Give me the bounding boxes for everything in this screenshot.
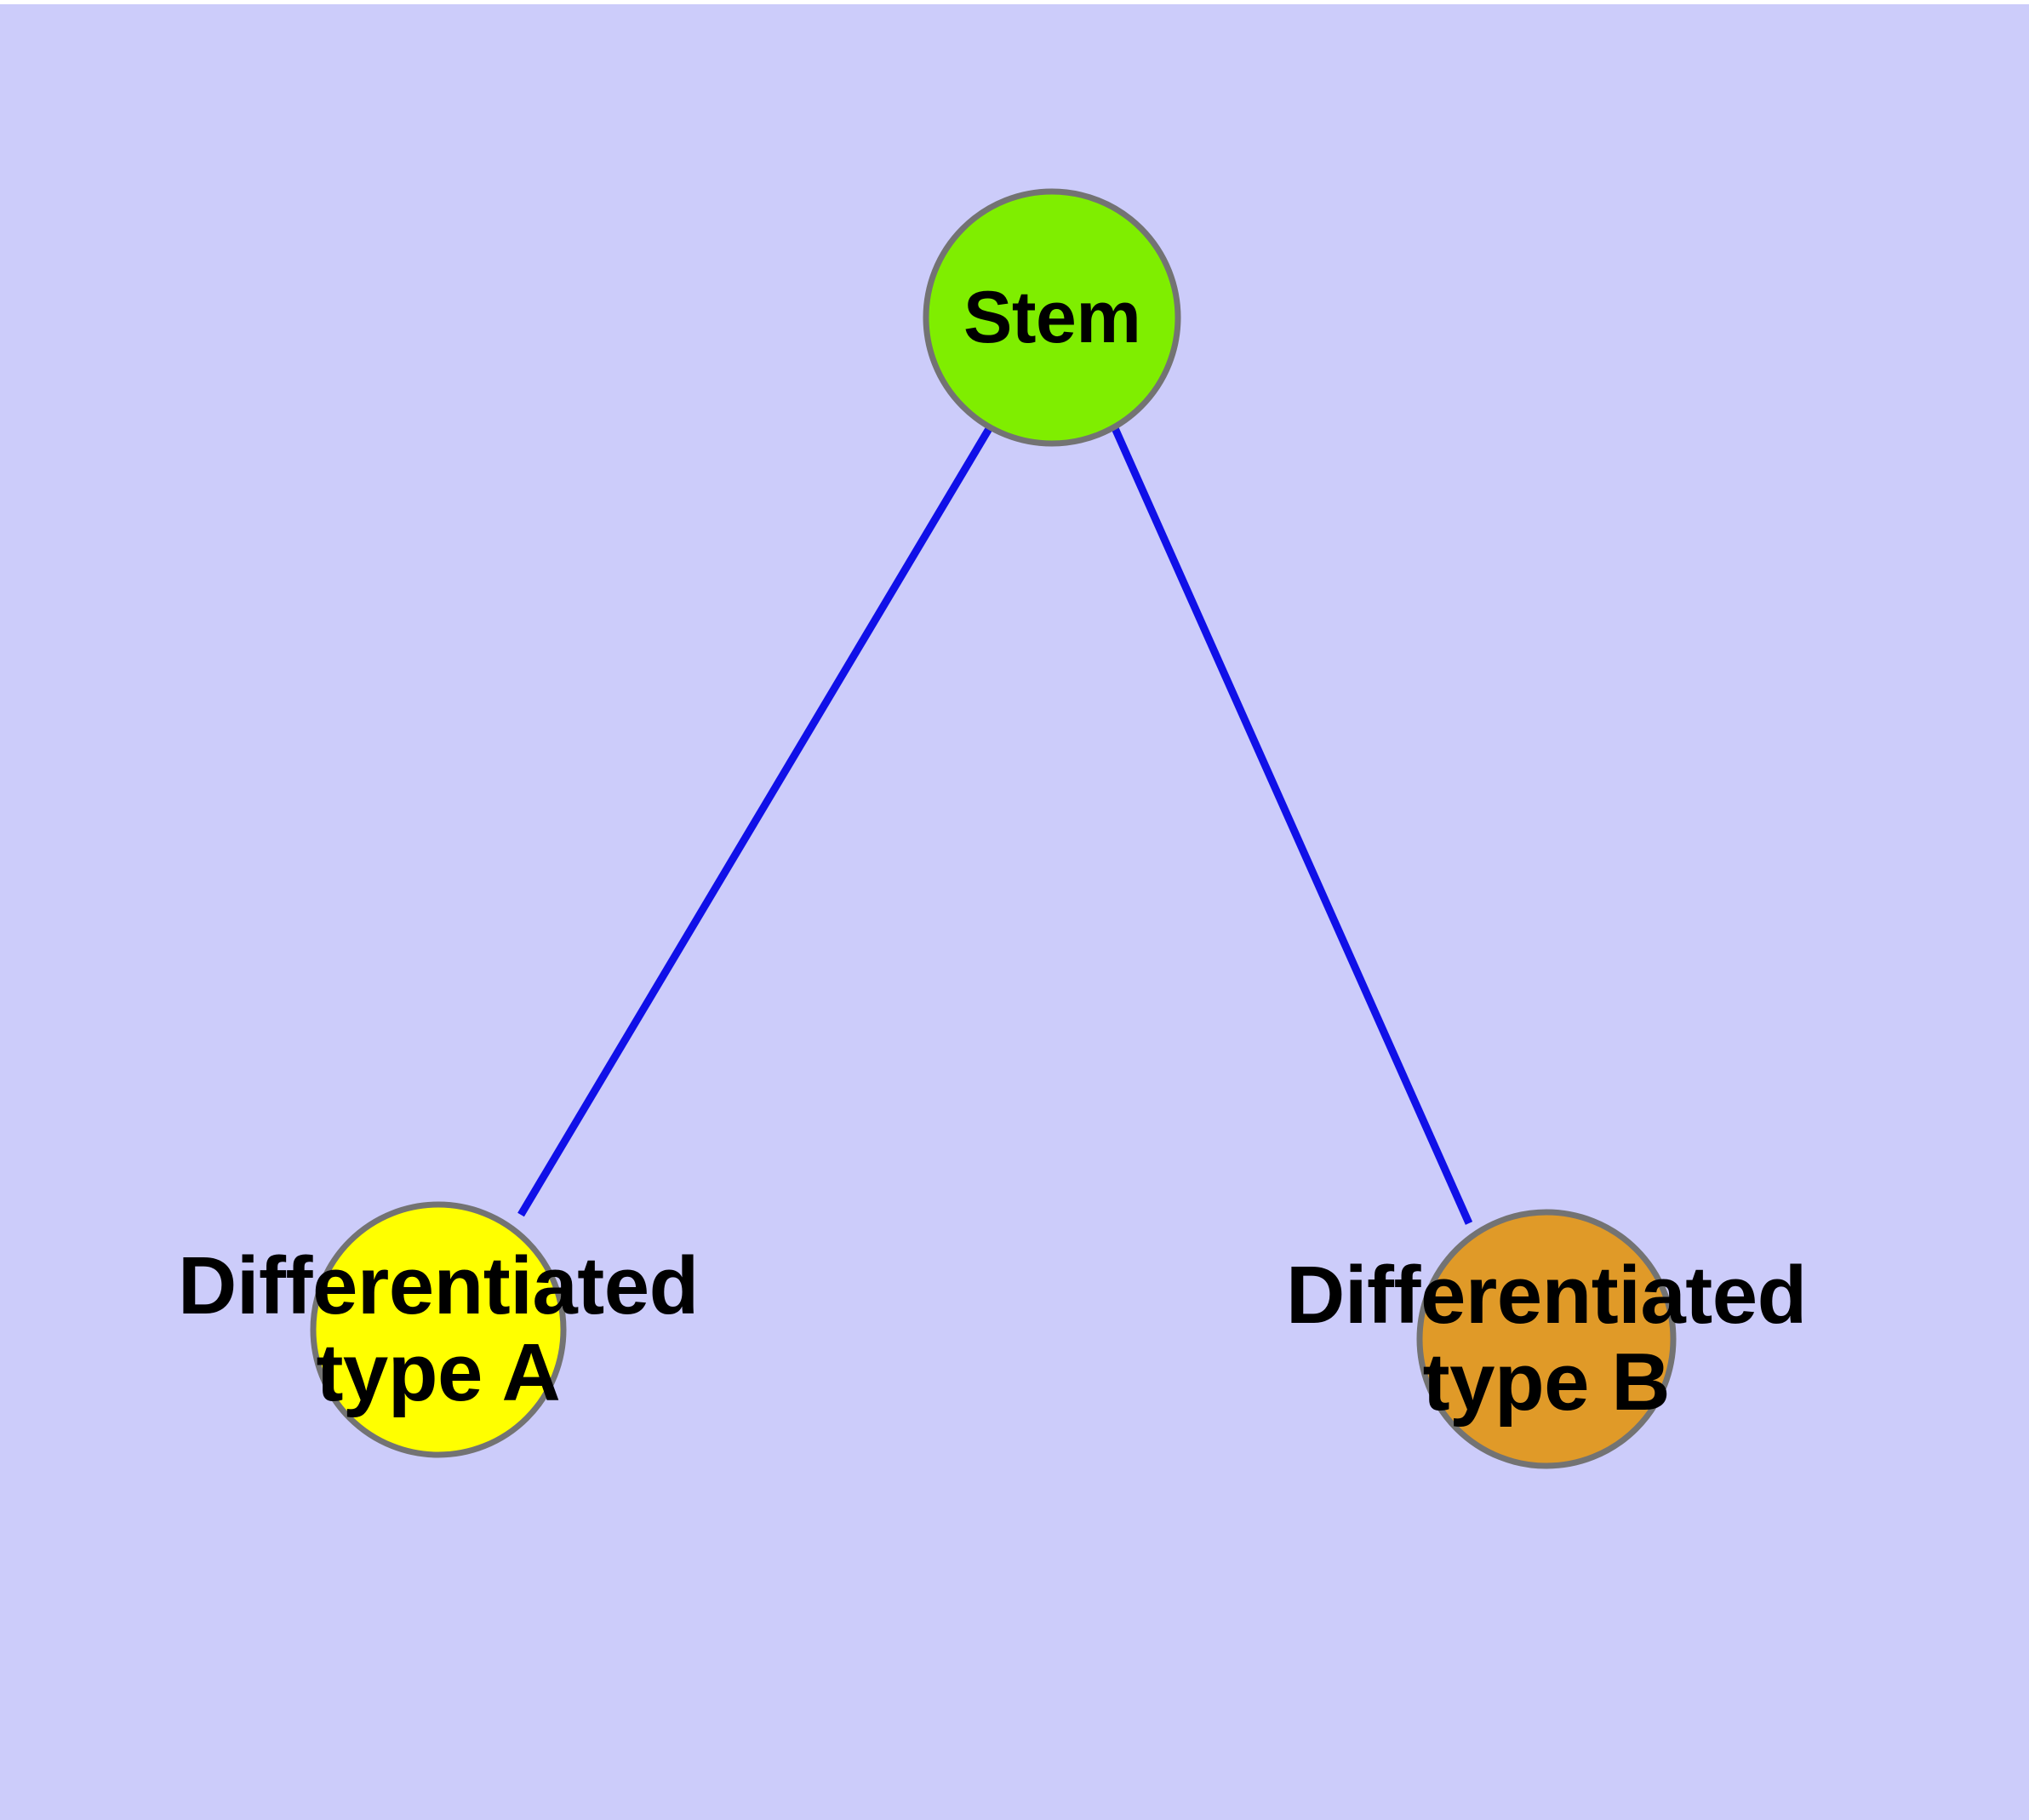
graph-node-diff_a[interactable]	[310, 1201, 567, 1458]
edges-group	[517, 425, 1473, 1225]
graph-node-diff_b[interactable]	[1416, 1209, 1677, 1469]
graph-node-stem[interactable]	[923, 188, 1181, 447]
graph-edge-stem-to-b	[1111, 426, 1473, 1225]
graph-edge-stem-to-a	[517, 425, 993, 1217]
nodes-group	[310, 188, 1677, 1469]
